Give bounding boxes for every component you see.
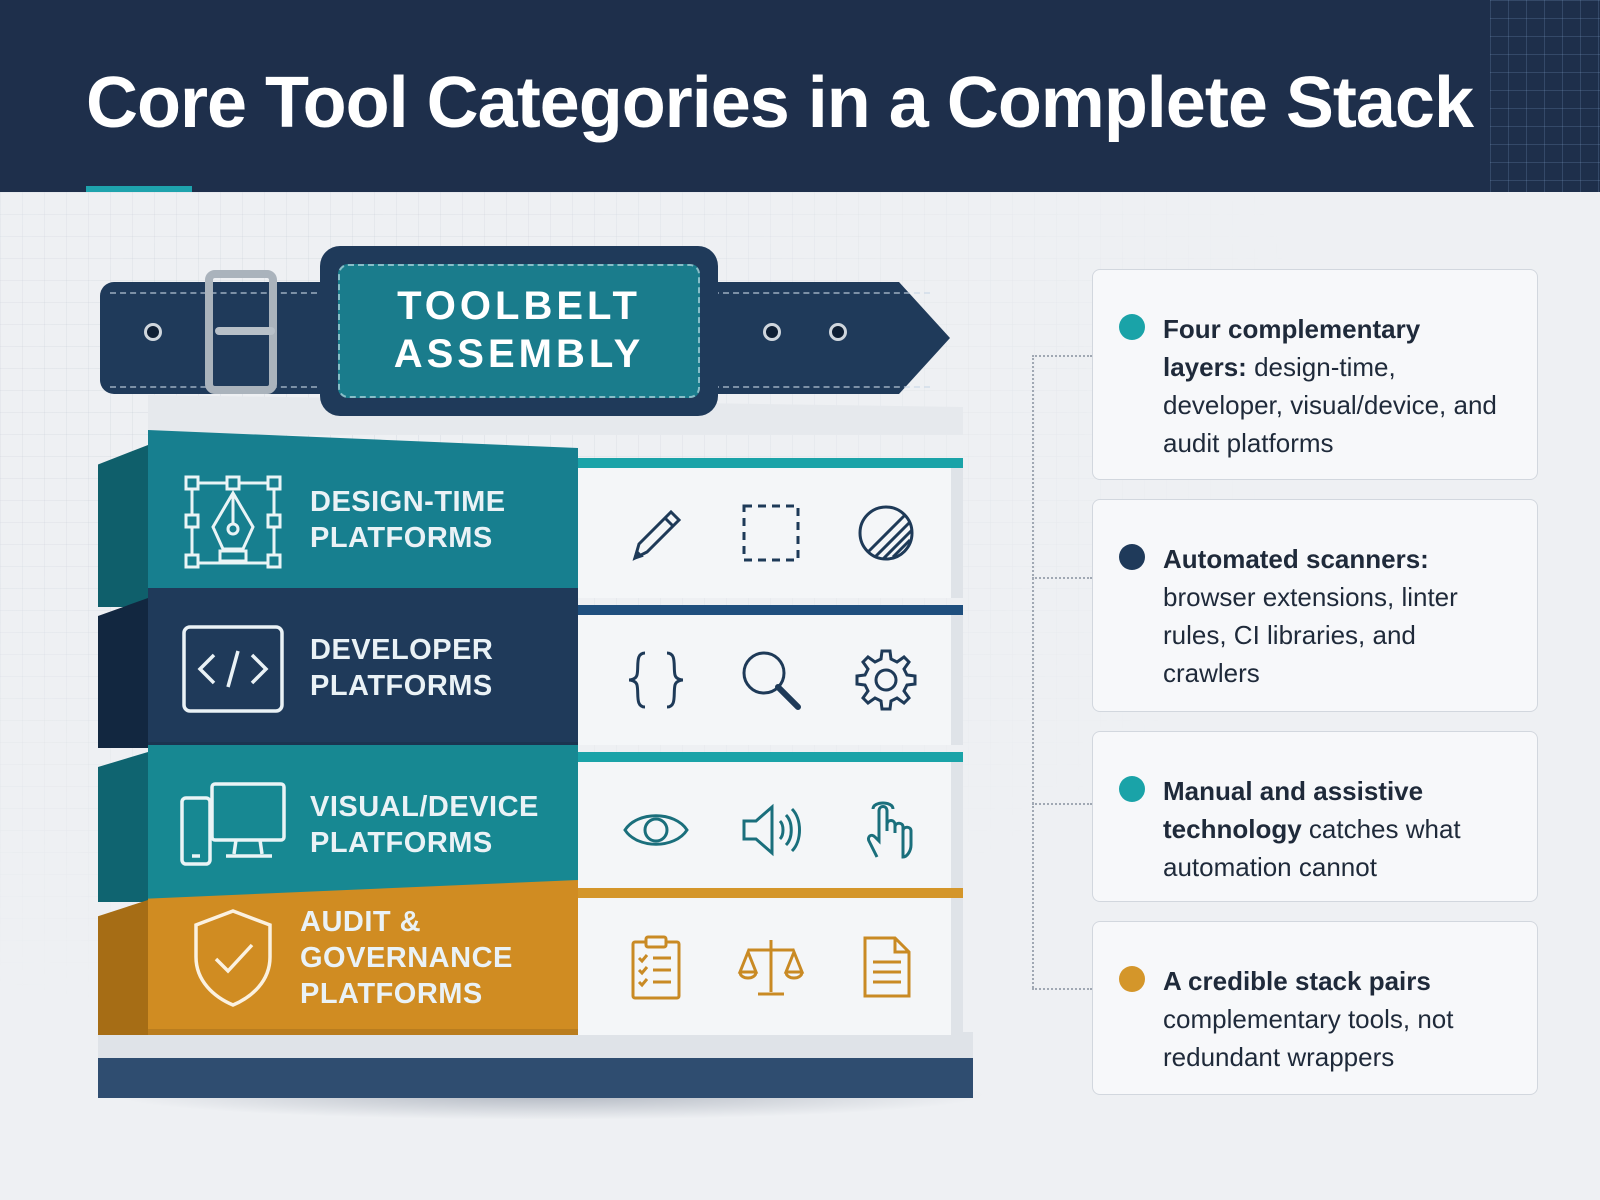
layer-audit-side — [98, 900, 148, 1035]
title-accent-bar — [86, 186, 192, 192]
card-connector-tick — [1032, 577, 1092, 579]
buckle-prong — [215, 327, 275, 335]
stack-base — [98, 1032, 973, 1062]
layer-audit-label-line1: AUDIT & GOVERNANCE — [300, 905, 513, 974]
card-connector-line — [1032, 355, 1036, 988]
header-pattern — [1490, 0, 1600, 192]
info-card: Manual and assistive technology catches … — [1092, 731, 1538, 902]
layer-audit-governance: AUDIT & GOVERNANCE PLATFORMS — [148, 880, 578, 1035]
layer-developer-label-line1: DEVELOPER — [310, 634, 494, 666]
contrast-circle-icon — [858, 505, 913, 561]
checklist-icon — [631, 935, 680, 999]
card-connector-tick — [1032, 988, 1092, 990]
layer-developer-label-line2: PLATFORMS — [310, 670, 493, 702]
eye-icon — [622, 813, 689, 846]
belt-label-line2: ASSEMBLY — [393, 332, 645, 376]
pointer-hand-icon — [866, 801, 912, 859]
layer-visual-device: VISUAL/DEVICE PLATFORMS — [148, 745, 578, 905]
layer-visual-label-line1: VISUAL/DEVICE — [310, 791, 539, 823]
dashed-square-icon — [742, 504, 799, 562]
layer-design-label-line1: DESIGN-TIME — [310, 486, 506, 518]
belt-hole — [763, 323, 781, 341]
document-icon — [863, 936, 910, 997]
info-card: A credible stack pairs complementary too… — [1092, 921, 1538, 1095]
layer-visual-label-line2: PLATFORMS — [310, 827, 493, 859]
layer-audit-label-line2: PLATFORMS — [300, 977, 483, 1010]
card-body: browser extensions, linter rules, CI lib… — [1163, 582, 1458, 688]
layer-developer: DEVELOPER PLATFORMS — [148, 588, 578, 748]
card-bullet-dot — [1119, 776, 1145, 802]
layer-design-time: DESIGN-TIME PLATFORMS — [148, 430, 578, 610]
code-window-icon — [182, 625, 284, 713]
belt-label-line1: TOOLBELT — [397, 284, 641, 328]
card-bullet-dot — [1119, 966, 1145, 992]
layer-design-side — [98, 445, 148, 607]
page-title: Core Tool Categories in a Complete Stack — [86, 63, 1474, 143]
belt-tag-plate — [338, 264, 700, 398]
belt-hole — [829, 323, 847, 341]
info-card: Automated scanners: browser extensions, … — [1092, 499, 1538, 712]
layer-visual-tools — [578, 752, 963, 897]
card-bullet-dot — [1119, 314, 1145, 340]
pencil-icon — [632, 509, 681, 561]
devices-icon — [180, 782, 286, 866]
belt-hole — [144, 323, 162, 341]
card-body: catches what automation cannot — [1163, 814, 1461, 882]
toolbelt-stack: DESIGN-TIME PLATFORMS DEVELO — [98, 246, 990, 1120]
card-bullet-dot — [1119, 544, 1145, 570]
card-body: complementary tools, not redundant wrapp… — [1163, 1004, 1454, 1072]
card-connector-tick — [1032, 803, 1092, 805]
card-heading: Automated scanners: — [1163, 544, 1429, 574]
scales-icon — [737, 939, 804, 995]
magnifier-icon — [742, 651, 801, 710]
card-body: design-time, developer, visual/device, a… — [1163, 352, 1497, 458]
card-connector-tick — [1032, 355, 1092, 357]
card-heading: Four complementary layers: — [1163, 314, 1421, 382]
info-card: Four complementary layers: design-time, … — [1092, 269, 1538, 480]
layer-developer-side — [98, 598, 148, 748]
layer-design-label-line2: PLATFORMS — [310, 522, 493, 554]
speaker-icon — [742, 803, 801, 856]
shield-check-icon — [194, 908, 272, 1007]
layer-developer-tools — [578, 605, 963, 745]
card-heading: A credible stack pairs — [1163, 966, 1431, 996]
layer-audit-tools — [578, 888, 963, 1035]
card-heading: Manual and assistive technology — [1163, 776, 1424, 844]
layer-design-tools — [578, 458, 963, 598]
gear-icon — [855, 649, 916, 711]
belt-label: TOOLBELT ASSEMBLY — [338, 282, 700, 378]
pen-tool-icon — [184, 475, 282, 569]
header-bar — [0, 0, 1600, 192]
stack-base-bottom — [98, 1058, 973, 1098]
layer-visual-side — [98, 752, 148, 902]
curly-braces-icon — [628, 651, 683, 709]
